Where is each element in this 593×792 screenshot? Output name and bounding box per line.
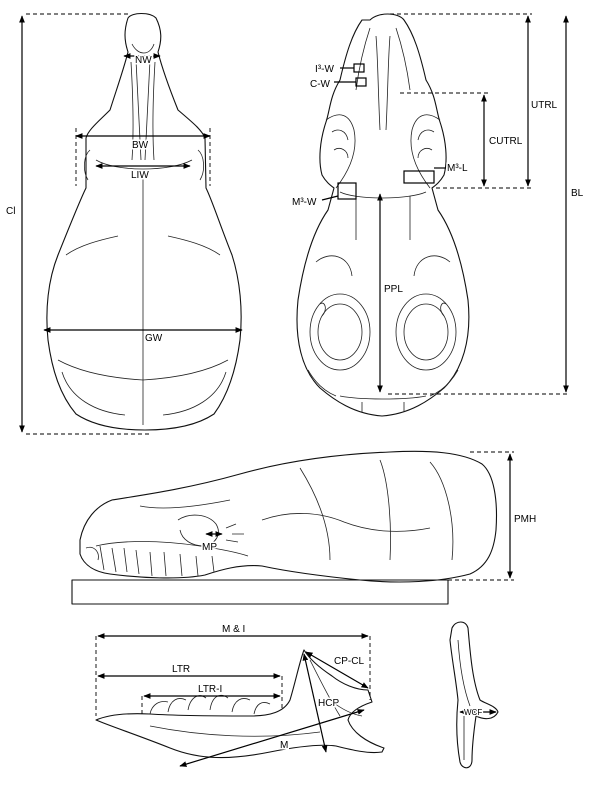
label-cpcl: CP-CL (334, 656, 364, 667)
label-bw: BW (132, 140, 149, 151)
label-cutrl: CUTRL (489, 136, 523, 147)
label-m: M (280, 740, 288, 751)
label-cl: Cl (6, 206, 15, 217)
label-liw: LIW (131, 170, 149, 181)
label-pmh: PMH (514, 514, 536, 525)
dorsal-view (46, 12, 242, 431)
label-m3w: M³-W (292, 197, 317, 208)
label-hcp: HCP (318, 698, 339, 709)
ventral-measurements (321, 13, 570, 395)
label-cw: C-W (310, 79, 331, 90)
lateral-view (71, 450, 497, 605)
label-ppl: PPL (384, 284, 403, 295)
label-ltri: LTR-I (198, 684, 222, 695)
lateral-measurements (205, 451, 514, 581)
label-wcf: WCF (464, 708, 482, 717)
dorsal-measurements (19, 13, 243, 435)
mandible-measurements (95, 633, 371, 767)
label-gw: GW (145, 333, 163, 344)
label-ltr: LTR (172, 664, 190, 675)
label-mi: M & I (222, 624, 245, 635)
label-bl: BL (571, 188, 584, 199)
label-mp: MP (202, 542, 217, 553)
label-i3w: I³-W (315, 64, 334, 75)
label-utrl: UTRL (531, 100, 558, 111)
ventral-view (296, 13, 470, 417)
label-nw: NW (135, 55, 152, 66)
label-m3l: M³-L (447, 163, 468, 174)
mandible-posterior-view (449, 621, 499, 769)
